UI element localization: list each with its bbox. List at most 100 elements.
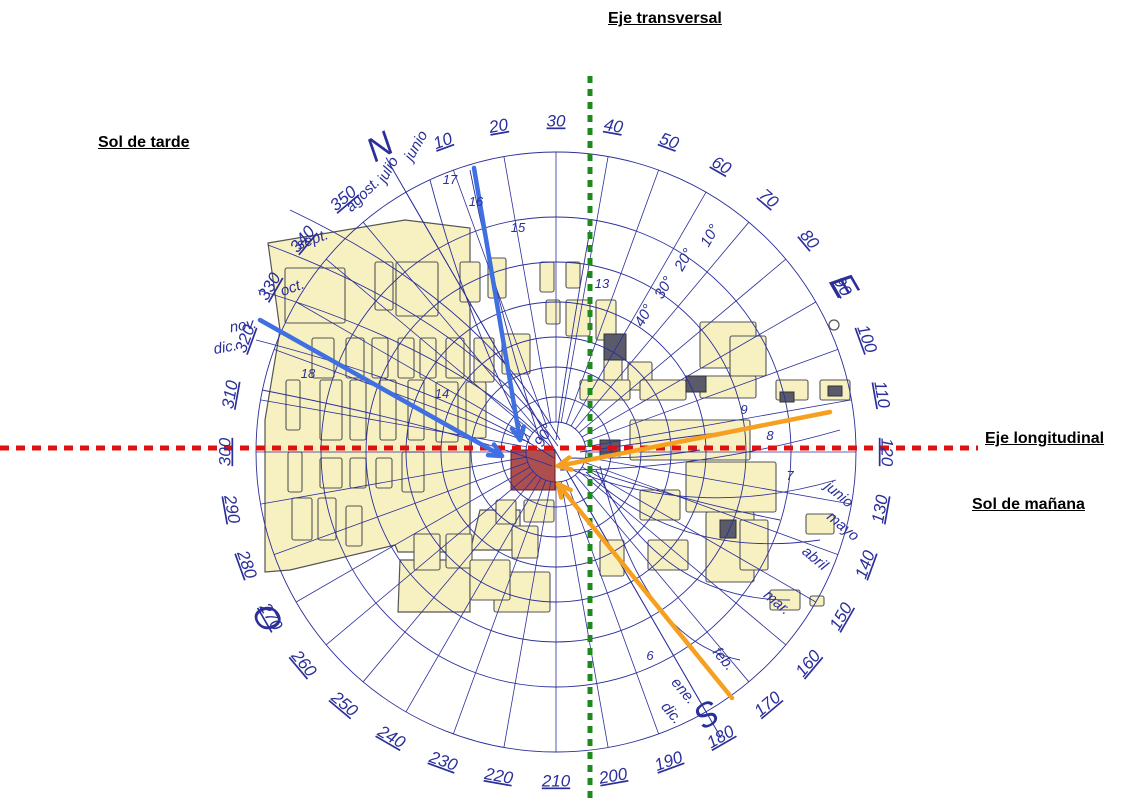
day-path-arc — [559, 429, 841, 471]
azimuth-line — [565, 480, 659, 735]
plan-building — [317, 497, 337, 541]
azimuth-line — [503, 481, 552, 748]
hour-label: 18 — [301, 366, 316, 381]
azimuth-label: 240 — [374, 721, 409, 752]
azimuth-line — [585, 399, 852, 448]
plan-building — [565, 261, 581, 289]
azimuth-line — [295, 301, 531, 438]
azimuth-label: 40 — [603, 115, 625, 137]
month-label-east: feb. — [709, 644, 738, 674]
azimuth-line — [295, 466, 531, 603]
azimuth-label: 60 — [709, 152, 735, 178]
plan-dark-block — [685, 375, 707, 393]
azimuth-line — [560, 156, 609, 423]
hour-label: 7 — [786, 468, 794, 483]
azimuth-line — [565, 169, 659, 424]
azimuth-line — [574, 221, 750, 430]
hour-label: 6 — [646, 648, 654, 663]
plan-dark-block — [779, 391, 795, 403]
azimuth-line — [581, 301, 817, 438]
afternoon-sun-label: Sol de tarde — [98, 134, 190, 151]
hour-curve — [589, 469, 781, 521]
plan-building — [539, 261, 555, 293]
azimuth-label: 260 — [287, 646, 321, 681]
plan-building — [511, 525, 539, 559]
altitude-label: 40° — [631, 302, 657, 330]
morning-sun-arrow — [555, 481, 735, 701]
azimuth-line — [453, 480, 547, 735]
month-label-west: nov. — [228, 315, 258, 336]
azimuth-line — [273, 461, 528, 555]
azimuth-label: 200 — [597, 764, 630, 788]
azimuth-label: 220 — [482, 764, 515, 788]
azimuth-line — [260, 399, 527, 448]
azimuth-line — [405, 477, 542, 713]
morning-sun-label: Sol de mañana — [972, 496, 1085, 513]
hour-label: 14 — [435, 386, 449, 401]
plan-building — [809, 595, 825, 607]
azimuth-label: 80 — [796, 226, 823, 253]
azimuth-line — [574, 474, 750, 683]
month-label-east: dic. — [657, 699, 685, 728]
marker-circle — [828, 319, 840, 331]
plan-building — [345, 505, 363, 547]
azimuth-label: 230 — [426, 747, 461, 775]
azimuth-line — [560, 481, 609, 748]
azimuth-label: 310 — [218, 378, 242, 410]
plan-building — [729, 335, 767, 377]
plan-dark-block — [603, 333, 627, 361]
day-path-arc — [257, 289, 557, 453]
morning-sun-arrow-head — [555, 481, 573, 500]
afternoon-sun-arrow — [471, 165, 523, 443]
longitudinal-axis-label: Eje longitudinal — [985, 430, 1105, 447]
hour-label: 17 — [443, 172, 458, 187]
azimuth-label: 120 — [878, 438, 897, 467]
azimuth-label: 280 — [233, 547, 261, 582]
month-label-east: abril — [799, 543, 832, 575]
azimuth-label: 290 — [220, 493, 244, 526]
hour-label: 13 — [595, 276, 610, 291]
hour-label: 9 — [740, 402, 747, 417]
day-path-arc — [571, 469, 837, 499]
hour-label: 8 — [766, 428, 774, 443]
azimuth-label: 10 — [431, 129, 456, 154]
day-path-arc — [595, 469, 791, 601]
altitude-label: 30° — [651, 274, 677, 302]
afternoon-sun-arrow — [257, 317, 505, 459]
cardinal-O: O — [245, 597, 291, 639]
plan-building — [371, 337, 389, 379]
azimuth-label: 160 — [792, 646, 825, 680]
plan-building — [523, 499, 555, 523]
plan-building — [469, 559, 511, 601]
azimuth-label: 110 — [870, 380, 894, 411]
azimuth-label: 150 — [826, 599, 857, 634]
plan-building — [319, 379, 343, 441]
plan-building — [699, 375, 757, 399]
azimuth-label: 190 — [652, 747, 686, 775]
azimuth-label: 140 — [851, 547, 879, 581]
azimuth-label: 70 — [755, 185, 782, 212]
azimuth-line — [584, 461, 839, 555]
plan-building — [284, 267, 346, 324]
plan-building — [739, 519, 769, 571]
plan-dark-block — [827, 385, 843, 397]
morning-sun-arrow — [555, 409, 833, 469]
day-path-arc — [255, 339, 555, 459]
day-path-arc — [267, 244, 559, 447]
plan-building — [375, 457, 393, 489]
morning-sun-arrow-head — [555, 455, 574, 472]
azimuth-label: 20 — [487, 115, 510, 137]
plan-building — [291, 497, 313, 541]
plan-building — [345, 337, 365, 379]
azimuth-label: 50 — [657, 129, 682, 154]
azimuth-line — [325, 258, 534, 434]
day-path-arc — [585, 471, 821, 545]
azimuth-line — [503, 156, 552, 423]
azimuth-line — [585, 456, 852, 505]
plan-building — [285, 379, 301, 431]
day-path-arc — [261, 389, 553, 467]
hour-curve — [555, 229, 591, 441]
azimuth-line — [578, 258, 787, 434]
azimuth-line — [570, 191, 707, 427]
azimuth-label: 100 — [853, 322, 881, 356]
